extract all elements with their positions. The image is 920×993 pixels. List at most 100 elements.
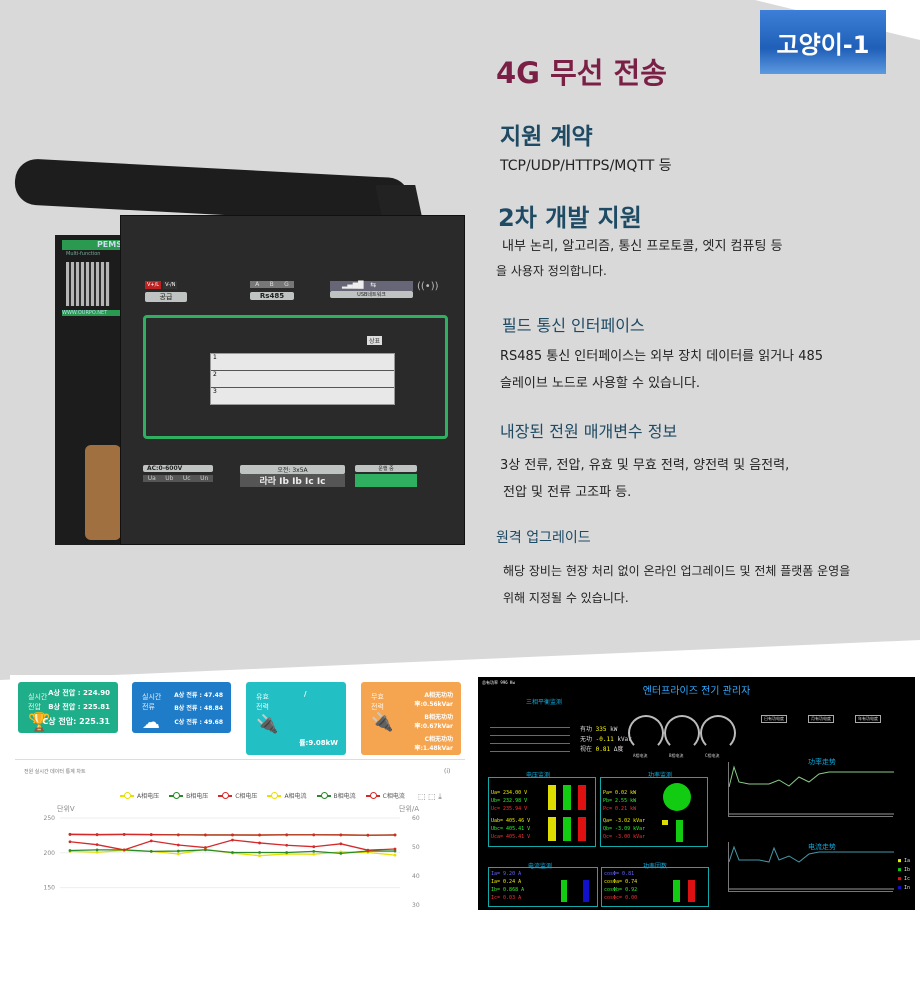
wiring-diagram xyxy=(490,722,570,752)
card-title: 무효 전력 xyxy=(371,693,384,711)
bar xyxy=(578,817,586,841)
product-badge: 고양이-1 xyxy=(760,10,886,74)
data-point xyxy=(393,849,397,853)
data-point xyxy=(68,833,72,836)
bar xyxy=(688,880,695,902)
card-value: C상 전류 : 49.68 xyxy=(174,719,223,726)
chart-title: 전원 실시간 데이터 통계 차트 xyxy=(24,769,86,775)
bar xyxy=(548,785,556,810)
gauge-b xyxy=(664,715,700,751)
cloud-icon: ☁ xyxy=(142,712,160,733)
card-value: / xyxy=(304,690,307,698)
pf-panel xyxy=(601,867,709,907)
legend-label: C相电流 xyxy=(382,793,405,800)
data-point xyxy=(339,842,343,846)
chart-legend: A相电压 B相电压 C相电压 A相电流 B相电流 C相电流 xyxy=(120,791,405,800)
rs485-label: Rs485 xyxy=(250,292,294,300)
current-trend-chart xyxy=(728,842,894,892)
trend2-legend: ■ Ia ■ Ib ■ Ic ■ In xyxy=(898,858,911,891)
data-point xyxy=(231,838,234,842)
bar xyxy=(662,820,668,825)
card-value: 률:9.08kW xyxy=(299,739,338,747)
power-panel xyxy=(600,777,708,847)
data-point xyxy=(122,848,126,852)
active-power-card[interactable]: 유효 전력 🔌 / 률:9.08kW xyxy=(246,682,346,755)
divider xyxy=(15,759,465,760)
lcd-row: 1 xyxy=(211,354,394,371)
chart-toolbox-icons[interactable]: ⬚ ⬚ ⤓ xyxy=(418,792,442,801)
pin: Ub xyxy=(165,475,174,482)
data-point xyxy=(258,854,261,858)
data-point xyxy=(176,849,180,853)
data-point xyxy=(68,840,72,844)
section-title: 필드 통신 인터페이스 xyxy=(502,316,645,335)
run-indicator xyxy=(355,474,417,487)
section-text: 을 사용자 정의합니다. xyxy=(496,264,607,278)
panel-title: 功率因数 xyxy=(643,863,668,870)
voltage-card[interactable]: 실시간 전압 🏆 A상 전압 : 224.90 B상 전압 : 225.81 C… xyxy=(18,682,118,733)
data-point xyxy=(95,850,99,854)
legend-item[interactable]: A相电流 xyxy=(267,791,307,800)
data-point xyxy=(393,853,397,857)
trend-title: 功率走势 xyxy=(808,758,836,766)
lcd-row: 3 xyxy=(213,388,217,395)
y2-tick-label: 30 xyxy=(412,902,420,909)
data-point xyxy=(176,852,180,856)
legend-label: B相电流 xyxy=(333,793,356,800)
usb-label: USB네트워크 xyxy=(330,291,413,298)
lcd-row: 2 xyxy=(211,371,394,388)
reactive-power-card[interactable]: 무효 전력 🔌 A相无功功率:0.56kVar B相无功功率:0.67kVar … xyxy=(361,682,461,755)
data-point xyxy=(176,843,180,847)
legend-item[interactable]: B相电压 xyxy=(169,791,208,800)
legend-item[interactable]: C相电压 xyxy=(218,791,257,800)
data-point xyxy=(149,839,153,843)
legend-item[interactable]: B相电流 xyxy=(316,791,356,800)
power-tag: V-/N xyxy=(163,281,178,289)
voltage-panel xyxy=(488,777,596,847)
data-point xyxy=(312,833,316,837)
info-icon[interactable]: (i) xyxy=(444,768,451,775)
data-point xyxy=(258,851,261,854)
section-text: TCP/UDP/HTTPS/MQTT 등 xyxy=(500,158,672,174)
data-point xyxy=(231,833,234,837)
section-title: 원격 업그레이드 xyxy=(496,530,591,546)
power-label: 공급 xyxy=(145,292,187,302)
section-title: 지원 계약 xyxy=(500,124,593,150)
qr-code xyxy=(66,262,110,306)
corner-readout: 总有功率 996 Kw xyxy=(482,680,515,685)
panel-title: 电流监测 xyxy=(528,863,553,870)
trend-title: 电流走势 xyxy=(808,843,836,851)
card-title: 실시간 전압 xyxy=(28,693,48,711)
current-card[interactable]: 실시간 전류 ☁ A상 전류 : 47.48 B상 전류 : 48.84 C상 … xyxy=(132,682,231,733)
trophy-icon: 🏆 xyxy=(28,712,51,733)
run-label: 운행 중 xyxy=(355,465,417,472)
y-tick-label: 250 xyxy=(44,815,56,822)
legend-marker xyxy=(316,791,331,799)
pin: Ua xyxy=(147,475,156,482)
ct-pins: 라라 Ib Ib Ic Ic xyxy=(240,474,345,487)
section-text: 3상 전류, 전압, 유효 및 무효 전력, 양전력 및 음전력, xyxy=(500,458,790,473)
card-value: A相无功功率:0.56kVar xyxy=(414,692,453,708)
bar xyxy=(563,785,571,810)
data-point xyxy=(393,833,397,837)
legend-item[interactable]: A相电压 xyxy=(120,791,159,800)
legend-marker xyxy=(218,791,233,799)
lcd-tag: 상표 xyxy=(367,336,383,345)
gauge-label: C相电流 xyxy=(705,753,720,758)
gauge-a xyxy=(628,715,664,751)
bar xyxy=(583,880,589,902)
section-title: 내장된 전원 매개변수 정보 xyxy=(500,422,678,441)
y-tick-label: 150 xyxy=(44,885,56,892)
card-value: A상 전압 : 224.90 xyxy=(48,689,110,697)
serial-port xyxy=(85,445,121,540)
card-value: B상 전압 : 225.81 xyxy=(48,703,110,711)
card-title: 실시간 전류 xyxy=(142,693,162,711)
gauge-label: A相电流 xyxy=(633,753,648,758)
wiring-title: 三相平衡监测 xyxy=(526,699,563,706)
bar xyxy=(578,785,586,810)
data-point xyxy=(95,833,99,837)
legend-item[interactable]: C相电流 xyxy=(365,791,405,800)
